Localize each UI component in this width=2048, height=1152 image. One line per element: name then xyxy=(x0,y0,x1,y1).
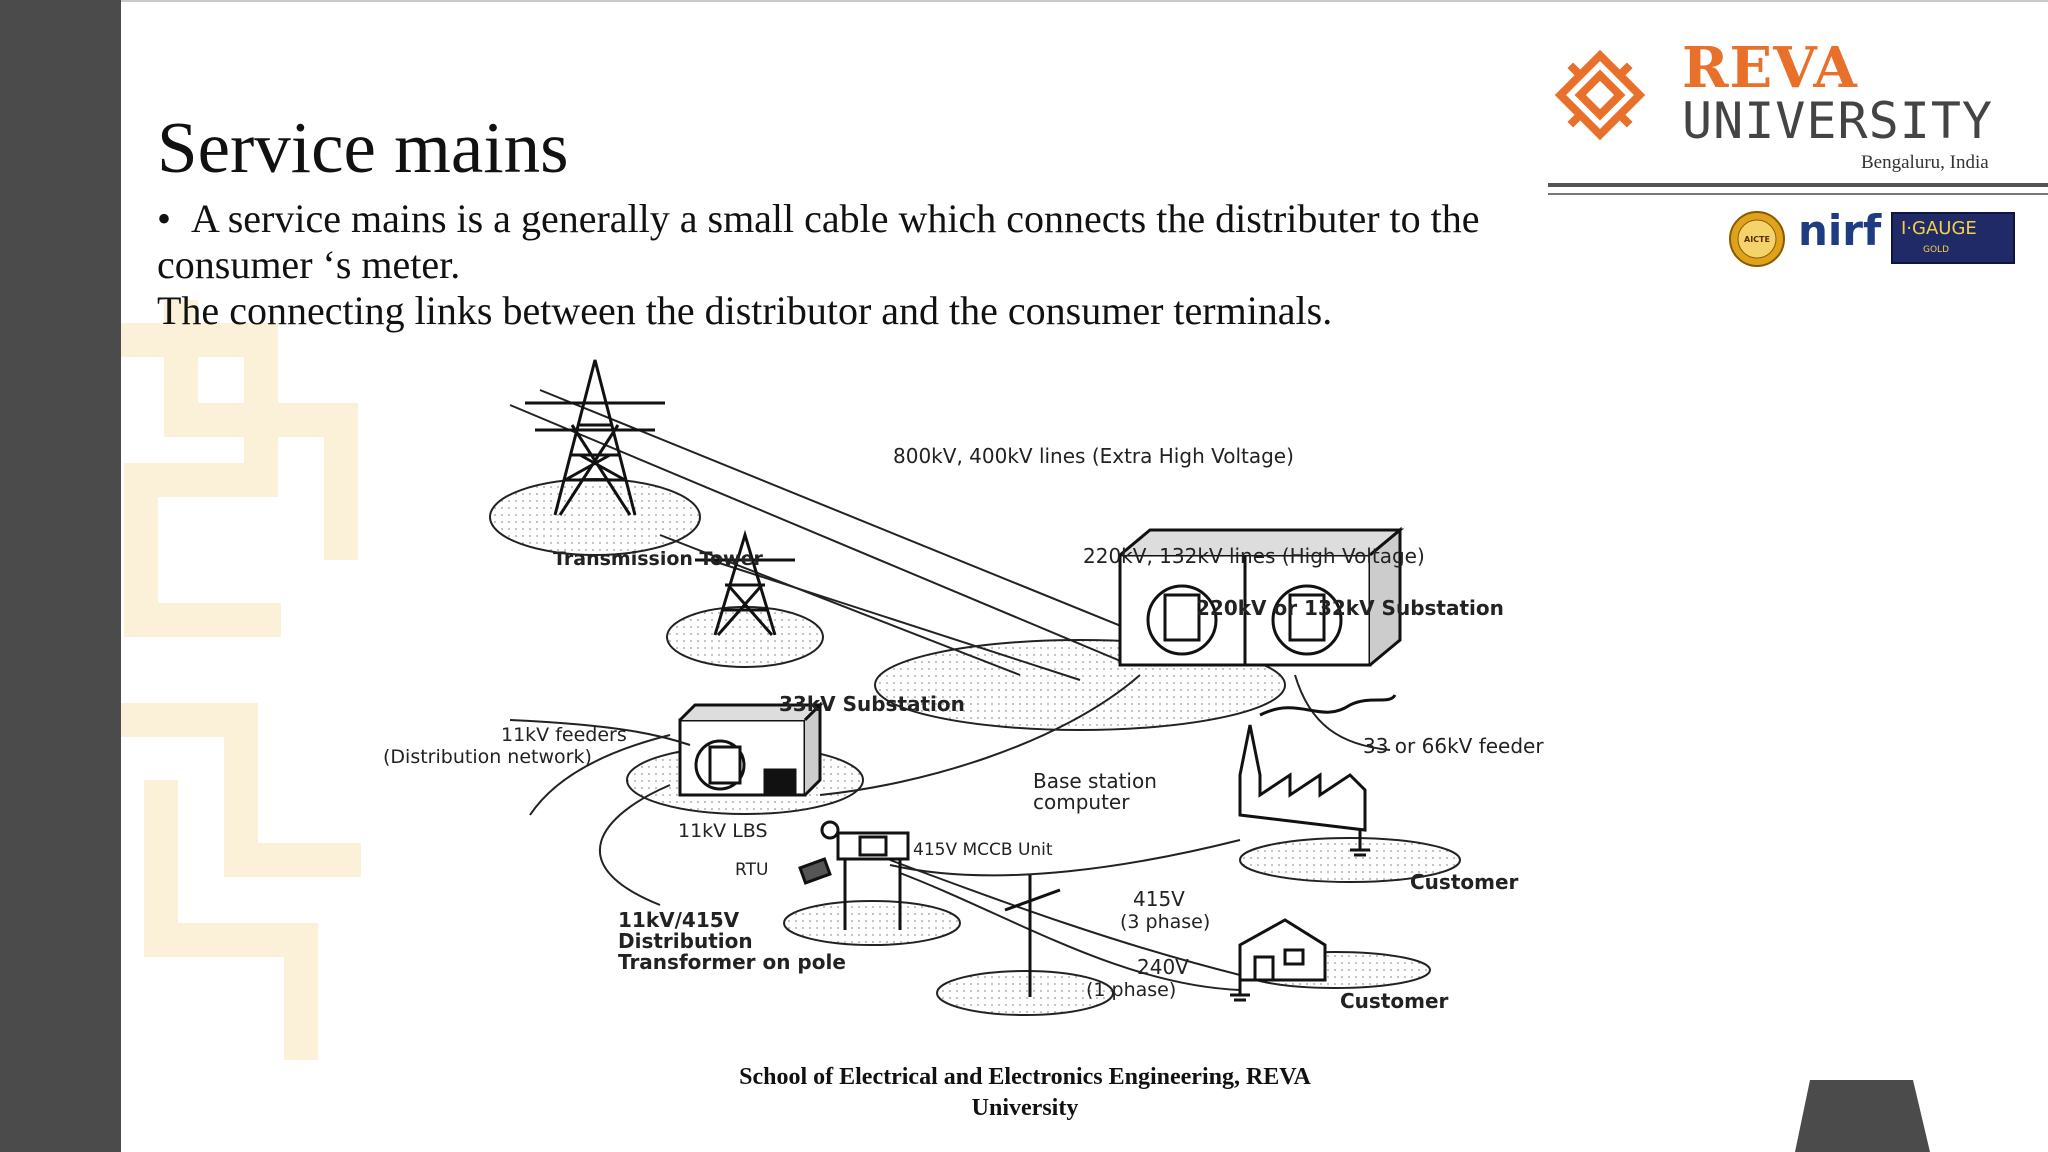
logo-name-top: REVA xyxy=(1682,35,1858,101)
label-33kv-substation: 33kV Substation xyxy=(779,692,965,716)
label-customer-industrial: Customer xyxy=(1410,870,1519,894)
bullet-text: A service mains is a generally a small c… xyxy=(157,196,1480,287)
label-transformer-1: 11kV/415V xyxy=(618,908,740,932)
logo-location: Bengaluru, India xyxy=(1861,152,1989,173)
label-66kv-feeder: 33 or 66kV feeder xyxy=(1363,734,1544,758)
distribution-transformer-pole-icon xyxy=(798,820,910,930)
body-line: The connecting links between the distrib… xyxy=(157,288,1333,333)
tower1-ground xyxy=(489,478,701,556)
footer-line-2: University xyxy=(971,1095,1079,1121)
reva-university-logo: REVA UNIVERSITY Bengaluru, India xyxy=(1550,40,2020,180)
house-icon xyxy=(1230,918,1327,1002)
transmission-tower-icon xyxy=(525,359,665,516)
accreditation-badges: AICTE nirf I·GAUGE GOLD xyxy=(1728,208,2018,268)
qs-igauge-badge: I·GAUGE GOLD xyxy=(1891,212,2015,264)
aicte-badge: AICTE xyxy=(1729,211,1785,267)
qs-badge-label: I·GAUGE xyxy=(1901,218,1977,239)
label-240v: 240V xyxy=(1137,955,1189,979)
label-distribution-network: (Distribution network) xyxy=(383,746,592,768)
label-800kv-lines: 800kV, 400kV lines (Extra High Voltage) xyxy=(893,444,1294,468)
substation-33kv-icon xyxy=(678,701,824,797)
slide-body: • A service mains is a generally a small… xyxy=(157,196,1587,334)
slide-title: Service mains xyxy=(157,107,569,188)
label-customer-residential: Customer xyxy=(1340,989,1449,1013)
label-415v-mccb: 415V MCCB Unit xyxy=(913,840,1053,860)
factory-icon xyxy=(1238,694,1397,857)
background-knot-pattern xyxy=(121,300,361,1060)
top-border xyxy=(0,0,2048,2)
bullet-item: • A service mains is a generally a small… xyxy=(157,196,1480,287)
label-transformer-3: Transformer on pole xyxy=(618,950,846,974)
label-11kv-lbs: 11kV LBS xyxy=(678,820,768,842)
logo-name-bottom: UNIVERSITY xyxy=(1682,92,1994,150)
label-1-phase: (1 phase) xyxy=(1086,979,1176,1001)
qs-badge-sub: GOLD xyxy=(1923,245,1950,255)
header-rule-thin xyxy=(1548,193,2048,195)
substation-220kv-icon xyxy=(1118,526,1405,667)
pole-ground xyxy=(783,900,961,946)
nirf-badge: nirf xyxy=(1798,206,1882,255)
footer-line-1: School of Electrical and Electronics Eng… xyxy=(739,1064,1311,1090)
label-3-phase: (3 phase) xyxy=(1120,911,1210,933)
slide-footer: School of Electrical and Electronics Eng… xyxy=(640,1062,1410,1124)
label-415v: 415V xyxy=(1133,887,1185,911)
label-transformer-2: Distribution xyxy=(618,929,753,953)
left-sidebar-bar xyxy=(0,0,121,1152)
header-rule xyxy=(1548,183,2048,187)
transmission-tower-icon xyxy=(695,529,795,636)
label-base-station-computer: computer xyxy=(1033,790,1130,814)
corner-decoration xyxy=(1795,1080,1930,1152)
label-220kv-lines: 220kV, 132kV lines (High Voltage) xyxy=(1083,544,1425,568)
endless-knot-icon xyxy=(1554,49,1646,141)
tower2-ground xyxy=(666,606,824,668)
power-distribution-diagram: 800kV, 400kV lines (Extra High Voltage) … xyxy=(383,359,1544,1016)
aicte-badge-label: AICTE xyxy=(1744,235,1770,244)
service-pole-icon xyxy=(1004,875,1061,997)
label-rtu: RTU xyxy=(735,860,768,880)
label-transmission-tower: Transmission Tower xyxy=(553,548,763,570)
label-220kv-substation: 220kV or 132kV Substation xyxy=(1196,596,1504,620)
label-base-station: Base station xyxy=(1033,769,1157,793)
label-11kv-feeders: 11kV feeders xyxy=(501,724,627,746)
service-pole-ground xyxy=(936,970,1114,1016)
factory-ground xyxy=(1239,837,1461,883)
